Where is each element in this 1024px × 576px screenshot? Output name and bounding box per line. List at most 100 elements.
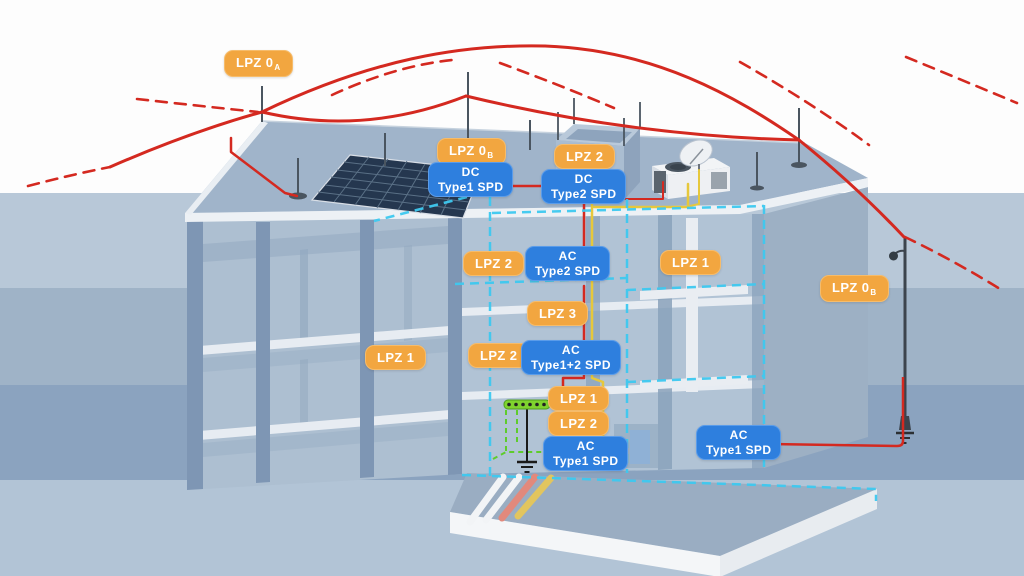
slab-top [450,473,877,556]
column [448,218,462,475]
spd-label-line2: Type2 SPD [535,263,601,278]
lpz-boundary-line [373,195,468,223]
spd-label-line1: AC [729,428,748,442]
column [752,214,764,469]
column [187,221,203,490]
zone-label-text: LPZ 0 [832,280,870,295]
rolling-sphere-arc [904,55,1019,105]
zone-label-lpz1-left: LPZ 1 [365,345,427,370]
spd-label-line2: Type1+2 SPD [531,357,611,372]
catenary-wire [797,138,906,239]
bonding-loop-green [492,410,558,460]
air-termination [261,72,807,200]
service-pipes [466,473,555,526]
lamp-arm [895,249,906,254]
penthouse-side [624,128,640,200]
lightning-wires [108,44,906,239]
floor-slab [187,325,462,356]
zone-label-text: LPZ 1 [377,350,415,365]
vertical-duct [686,218,698,392]
foundation-slab [450,473,877,576]
rolling-sphere-arcs [26,55,1019,291]
column [256,222,270,483]
dish [679,139,713,167]
zone-label-text: LPZ 0 [236,55,274,70]
zone-label-lpz0b-right: LPZ 0B [820,275,889,302]
penthouse-top-inner [566,129,632,143]
zone-label-lpz2-roof: LPZ 2 [554,144,616,169]
zone-label-lpz0b-roof: LPZ 0B [437,138,506,165]
rolling-sphere-arc [903,235,1002,291]
zone-label-lpz1-base: LPZ 1 [548,386,610,411]
spd-label-line2: Type1 SPD [553,453,619,468]
zone-label-subscript: A [274,63,281,72]
pipe-white [466,473,507,526]
spd-label-line1: AC [561,343,581,357]
right-side-wall [764,187,868,468]
zone-label-text: LPZ 0 [449,143,487,158]
spd-label-line2: Type1 SPD [438,179,504,194]
zone-label-text: LPZ 2 [475,256,513,271]
zone-label-lpz3: LPZ 3 [527,301,589,326]
lpz-boundary-line [626,282,765,292]
zone-label-subscript: B [487,151,494,160]
catenary-wire [260,94,468,123]
slab-side [720,489,877,576]
slab-front [450,512,720,576]
dish-feed-arm [689,148,704,165]
street-light [769,237,914,448]
floor-slab [187,409,462,441]
zone-label-lpz1-right: LPZ 1 [660,250,722,275]
zone-label-text: LPZ 2 [560,416,598,431]
zone-label-text: LPZ 3 [539,306,577,321]
partition-wall [300,249,308,345]
roof-fascia [185,178,868,222]
roof-edge [185,121,268,215]
pipe-red [498,473,539,522]
service-cabinet [630,430,650,464]
column [658,215,672,470]
rolling-sphere-arc [26,165,112,188]
earthing [492,399,558,473]
rolling-sphere-arc [135,97,260,114]
down-conductor [229,136,299,198]
zone-label-text: LPZ 2 [566,149,604,164]
service-cable-red [769,377,905,448]
mast-base [750,185,764,191]
spd-label-line1: DC [461,165,480,179]
spd-label-line1: AC [576,439,595,453]
pipe-yellow [514,474,555,520]
zone-label-text: LPZ 2 [480,348,518,363]
ac-fan-hub [670,164,686,170]
pipe-white [482,473,523,524]
partition-wall [300,359,308,429]
zone-label-text: LPZ 1 [672,255,710,270]
zone-label-lpz2-upper: LPZ 2 [463,251,525,276]
rolling-sphere-arc [738,60,871,147]
spd-label-line2: Type2 SPD [551,186,617,201]
mast-base [791,162,807,168]
pole-base [899,416,911,430]
catenary-wire [108,110,264,169]
spd-label-line1: AC [558,249,577,263]
lpz-boundary-line [461,473,878,501]
ground-symbol [517,460,537,473]
zone-label-lpz2-base: LPZ 2 [548,411,610,436]
catenary-wire [260,44,801,142]
partition-wall [404,245,412,341]
spd-label-line1: DC [574,172,593,186]
zone-label-text: LPZ 1 [560,391,598,406]
zone-label-lpz0a: LPZ 0A [224,50,293,77]
zone-label-lpz2-lower: LPZ 2 [468,343,530,368]
horizontal-duct [640,285,748,300]
lpz-boundary-line [626,374,765,384]
ac-vent [711,172,727,189]
